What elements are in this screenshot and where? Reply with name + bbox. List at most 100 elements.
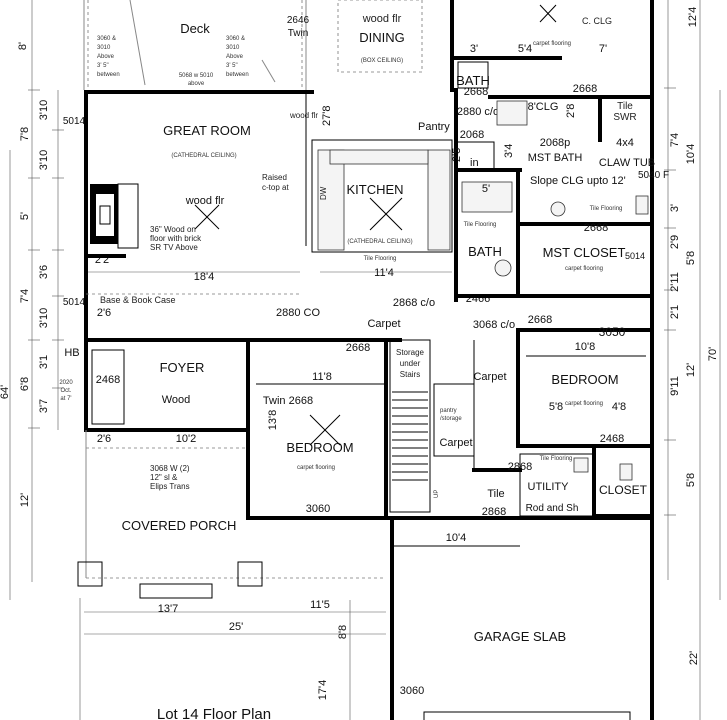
swr-size: 4x4 [616, 137, 634, 149]
deck-note-right-5: between [226, 72, 249, 78]
dim-2-11: 2'11 [669, 272, 681, 292]
dim-2468-b: 2468 [600, 433, 624, 445]
dim-2880-co: 2880 CO [276, 307, 320, 319]
kitchen: DW KITCHEN (CATHEDRAL CEILING) Tile Floo… [311, 106, 453, 279]
raised-ctop-1: Raised [262, 173, 287, 182]
dim-4-8: 4'8 [612, 401, 626, 413]
oct-2: Oct. [60, 388, 71, 394]
dim-2668-b: 2668 [573, 83, 597, 95]
bedroom-front-floor: carpet flooring [297, 465, 335, 471]
bath-tile: Tile Flooring [464, 222, 497, 228]
w5014-b: 5014 [63, 297, 86, 308]
dim-2868-b: 2868 [482, 506, 506, 518]
dim-13-7: 13'7 [158, 603, 178, 615]
dim-3060-a: 3060 [306, 503, 330, 515]
tile-label: Tile [487, 488, 504, 500]
right-dims: 7'4 10'4 3' 2'9 5'8 2'11 2'1 12' 9'11 5'… [669, 133, 719, 487]
twin-2668: Twin 2668 [263, 395, 313, 407]
hb-label: HB [64, 347, 79, 359]
fireplace: 2'2 [84, 183, 139, 266]
dim-2-8: 2'8 [565, 104, 577, 118]
dim-2-1: 2'1 [669, 305, 681, 319]
dim-2-5: 2'5 [451, 148, 463, 162]
deck-door-note-2: above [188, 81, 205, 87]
dim-7-top: 7' [599, 43, 607, 55]
wood-flr-top: wood flr [289, 111, 318, 120]
dim-2-9: 2'9 [669, 235, 681, 249]
ceiling-fan-icon [194, 204, 220, 230]
garage-dims: 8'8 17'4 [317, 625, 349, 700]
dim-2668-d: 2668 [528, 314, 552, 326]
dim-10-2: 10'2 [176, 433, 196, 445]
dim-7-4-right: 7'4 [669, 133, 681, 147]
oct-1: 2020 [59, 380, 73, 386]
storage-3: Stairs [400, 370, 420, 379]
slope-clg: Slope CLG upto 12' [530, 175, 626, 187]
dining-room: wood flr DINING (BOX CEILING) [337, 0, 454, 92]
rear-bedroom: 10'8 BEDROOM 5'8 carpet flooring 4'8 [526, 341, 646, 413]
dim-5-8-right-a: 5'8 [685, 251, 697, 265]
closet-label: CLOSET [599, 483, 648, 497]
bath-label: BATH [468, 244, 502, 259]
deck-note-right-4: 3' 5" [226, 63, 238, 69]
pantry-storage-1: pantry [440, 408, 457, 414]
dim-3068-co: 3068 c/o [473, 319, 515, 331]
dim-27-8: 27'8 [321, 106, 333, 126]
dining-label: DINING [359, 30, 405, 45]
dim-2-6-a: 2'6 [97, 307, 111, 319]
kitchen-label: KITCHEN [346, 182, 403, 197]
left-dims: 7'8 5' 7'4 6'8 12' 64' 3'10 3'10 3'6 3'1… [0, 100, 86, 507]
mst-door-5040: 5040 F [638, 170, 669, 181]
w5014-a: 5014 [63, 116, 86, 127]
fireplace-note-1: 36" Wood on [150, 225, 196, 234]
dim-5-4: 5'4 [518, 43, 532, 55]
dim-11-5: 11'5 [310, 599, 330, 611]
dim-17-4: 17'4 [317, 680, 329, 700]
dim-top-8: 8' [17, 42, 29, 50]
dim-10-8: 10'8 [575, 341, 595, 353]
dim-12-4: 12'4 [687, 7, 699, 27]
cent-2880-co: 2880 c/o [457, 106, 499, 118]
ceiling-fan-icon [369, 197, 403, 231]
base-book-case: Base & Book Case [100, 295, 176, 305]
dim-5-8-a: 5'8 [549, 401, 563, 413]
dim-7-8: 7'8 [19, 127, 31, 141]
carpet-c: Carpet [473, 371, 506, 383]
dim-3050: 3050 [599, 325, 626, 339]
dim-12-right: 12' [685, 363, 697, 377]
dim-11-8: 11'8 [312, 371, 332, 383]
dim-3-right: 3' [669, 204, 681, 212]
deck-label: Deck [180, 21, 210, 36]
dim-3-10-c: 3'10 [38, 308, 50, 328]
pantry-storage-2: /storage [440, 416, 462, 422]
dim-5-8-right-b: 5'8 [685, 473, 697, 487]
dining-floor: wood flr [362, 13, 402, 25]
utility-tile: Tile Flooring [540, 456, 573, 462]
dim-3-7: 3'7 [38, 399, 50, 413]
c-clg: C. CLG [582, 16, 612, 26]
dim-3-4: 3'4 [503, 144, 515, 158]
dim-2668-e: 2668 [346, 342, 370, 354]
dim-70: 70' [707, 347, 719, 361]
storage-2: under [400, 359, 421, 368]
dim-5: 5' [482, 183, 490, 195]
dim-2468-a: 2468 [96, 374, 120, 386]
tile-swr-1: Tile [617, 101, 633, 112]
dim-7-4-left: 7'4 [19, 289, 31, 303]
deck-note-left-4: 3' 5" [97, 63, 109, 69]
dimension-lines [9, 0, 721, 720]
deck-note-right-2: 3010 [226, 45, 240, 51]
utility-label: UTILITY [528, 481, 570, 493]
rod-label: Rod and Sh [526, 503, 579, 514]
kitchen-ceiling: (CATHEDRAL CEILING) [347, 239, 412, 245]
fireplace-note-2: floor with brick [150, 234, 202, 243]
deck-area: Deck 3060 & 3010 Above 3' 5" between 306… [17, 0, 310, 90]
covered-porch-label: COVERED PORCH [122, 518, 237, 533]
dim-18-4: 18'4 [194, 271, 214, 283]
dim-2668-c: 2668 [584, 222, 608, 234]
carpet-a: Carpet [367, 318, 400, 330]
dim-25: 25' [229, 621, 243, 633]
dim-6-8: 6'8 [19, 377, 31, 391]
dim-3-1: 3'1 [38, 355, 50, 369]
bedroom-front-label: BEDROOM [286, 440, 353, 455]
